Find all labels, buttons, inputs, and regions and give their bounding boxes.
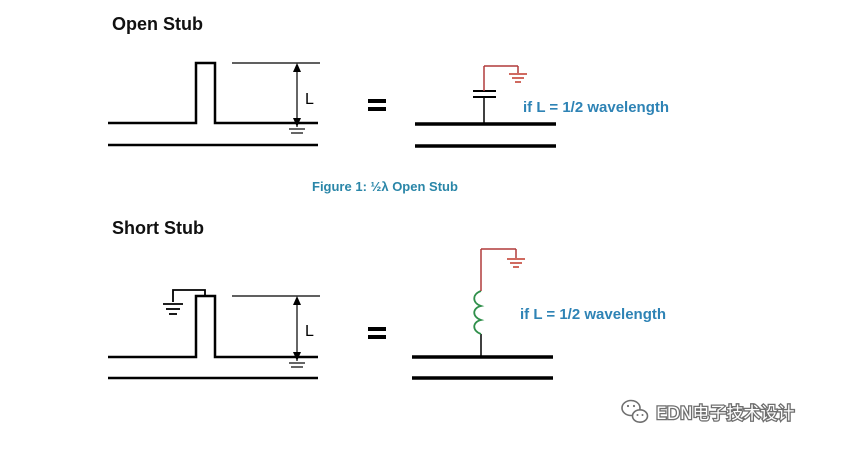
short-stub-length-label: L: [305, 323, 314, 340]
inductor-icon: [473, 248, 517, 357]
ground-icon: [509, 73, 527, 83]
open-stub-length-label: L: [305, 91, 314, 108]
short-stub-short-wire: [172, 289, 206, 302]
open-stub-condition: if L = 1/2 wavelength: [523, 99, 669, 116]
short-stub-top-conductor: [108, 294, 318, 359]
short-stub-condition: if L = 1/2 wavelength: [520, 306, 666, 323]
short-stub-equivalent-line: [412, 355, 553, 380]
open-stub-length-dimension: [289, 63, 305, 134]
short-stub-title: Short Stub: [112, 218, 204, 238]
open-stub-top-conductor: [108, 61, 318, 125]
stub-ground-icon: [163, 303, 183, 315]
figure-caption: Figure 1: ½λ Open Stub: [312, 179, 458, 194]
open-stub-equivalent-line: [415, 122, 556, 148]
capacitor-icon: [473, 65, 519, 124]
short-stub-length-dimension: [289, 296, 305, 368]
short-stub-equals-sign: [368, 327, 386, 339]
short-stub-section: Short Stub L: [108, 218, 666, 380]
short-stub-line-drawing: [108, 289, 320, 380]
wechat-icon: [621, 399, 649, 423]
ground-icon-short: [507, 258, 525, 268]
open-stub-title: Open Stub: [112, 14, 203, 34]
open-stub-line-drawing: [108, 61, 320, 147]
watermark: EDN电子技术设计: [621, 399, 796, 425]
open-stub-equals-sign: [368, 99, 386, 111]
watermark-text: EDN电子技术设计: [656, 404, 795, 424]
open-stub-section: Open Stub L: [108, 14, 669, 148]
